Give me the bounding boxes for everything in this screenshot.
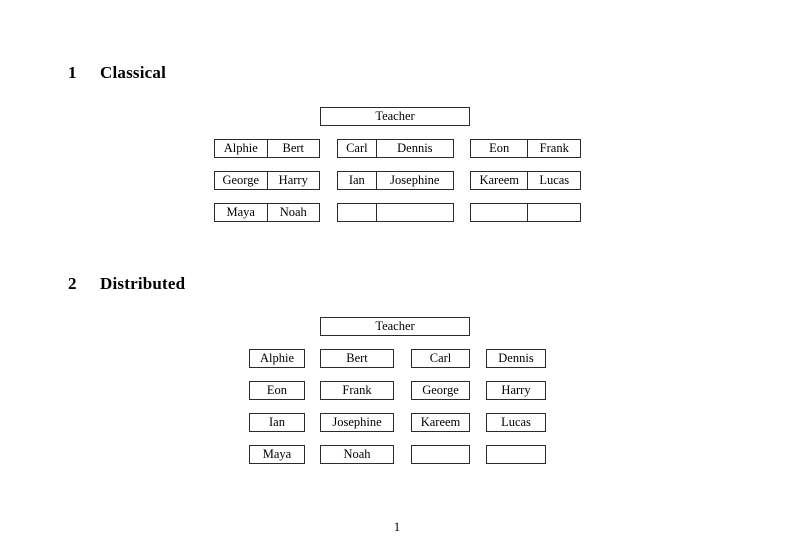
student-cell-empty bbox=[528, 204, 580, 221]
student-box-empty bbox=[411, 445, 470, 464]
student-pair-row: Alphie Bert bbox=[214, 139, 320, 158]
student-pair-row: Kareem Lucas bbox=[470, 171, 581, 190]
student-box: Dennis bbox=[486, 349, 546, 368]
student-cell: Maya bbox=[215, 204, 268, 221]
student-cell: Bert bbox=[282, 141, 305, 156]
section-heading-classical: 1 Classical bbox=[68, 63, 166, 83]
student-box: Ian bbox=[249, 413, 305, 432]
student-pair-row: Carl Dennis bbox=[337, 139, 454, 158]
student-cell: Josephine bbox=[390, 173, 440, 188]
student-box: Noah bbox=[320, 445, 394, 464]
student-box: George bbox=[411, 381, 470, 400]
student-cell: George bbox=[215, 172, 268, 189]
student-pair-row-empty bbox=[470, 203, 581, 222]
student-cell: Ian bbox=[338, 172, 377, 189]
student-cell: Eon bbox=[471, 140, 529, 157]
student-box: Kareem bbox=[411, 413, 470, 432]
student-box: Eon bbox=[249, 381, 305, 400]
student-pair-row: Maya Noah bbox=[214, 203, 320, 222]
student-box: Carl bbox=[411, 349, 470, 368]
page-number: 1 bbox=[393, 520, 401, 534]
student-cell: Kareem bbox=[471, 172, 529, 189]
teacher-box-classical: Teacher bbox=[320, 107, 470, 126]
teacher-box-distributed: Teacher bbox=[320, 317, 470, 336]
student-pair-row: Ian Josephine bbox=[337, 171, 454, 190]
student-cell: Carl bbox=[338, 140, 377, 157]
student-pair-row: George Harry bbox=[214, 171, 320, 190]
student-cell-empty bbox=[471, 204, 529, 221]
student-cell: Alphie bbox=[215, 140, 268, 157]
section-title: Classical bbox=[100, 63, 167, 82]
student-cell: Harry bbox=[278, 173, 308, 188]
student-cell: Noah bbox=[279, 205, 307, 220]
section-number: 2 bbox=[68, 274, 77, 293]
student-cell-empty bbox=[338, 204, 377, 221]
student-box-empty bbox=[486, 445, 546, 464]
student-cell-empty bbox=[377, 204, 453, 221]
student-pair-row: Eon Frank bbox=[470, 139, 581, 158]
section-title: Distributed bbox=[100, 274, 186, 293]
student-box: Maya bbox=[249, 445, 305, 464]
student-box: Josephine bbox=[320, 413, 394, 432]
student-box: Harry bbox=[486, 381, 546, 400]
student-pair-row-empty bbox=[337, 203, 454, 222]
section-heading-distributed: 2 Distributed bbox=[68, 274, 185, 294]
student-cell: Lucas bbox=[539, 173, 570, 188]
section-number: 1 bbox=[68, 63, 77, 82]
student-cell: Frank bbox=[539, 141, 569, 156]
student-box: Lucas bbox=[486, 413, 546, 432]
student-cell: Dennis bbox=[397, 141, 433, 156]
student-box: Bert bbox=[320, 349, 394, 368]
student-box: Frank bbox=[320, 381, 394, 400]
student-box: Alphie bbox=[249, 349, 305, 368]
